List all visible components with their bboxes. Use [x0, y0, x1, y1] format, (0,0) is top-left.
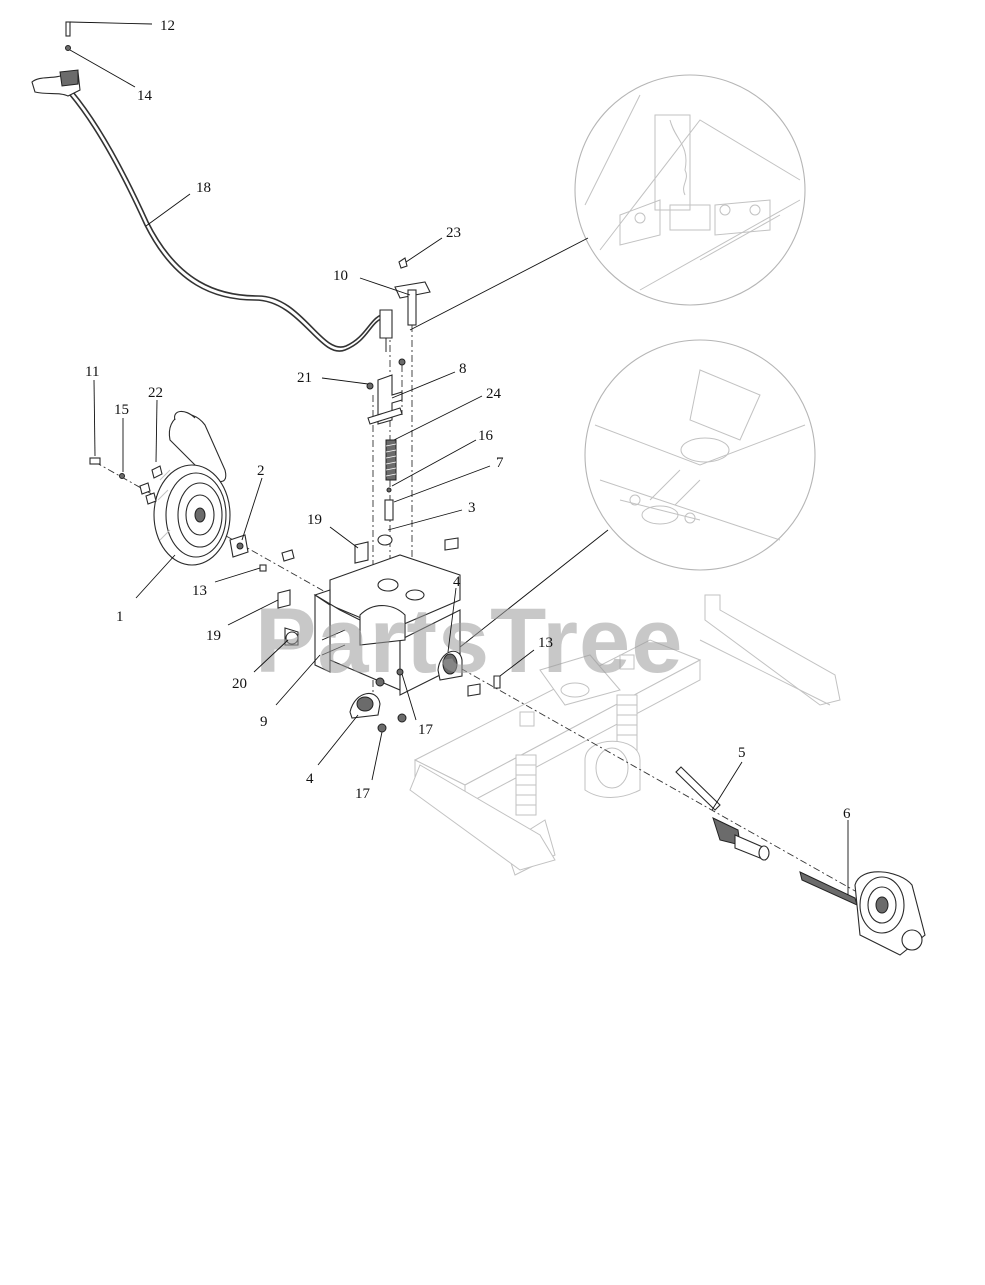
pto-clutch [799, 871, 926, 956]
callout-17-lower: 17 [355, 786, 371, 802]
callout-12: 12 [160, 18, 175, 34]
callout-labels: 12 14 18 23 10 21 8 24 16 7 3 11 15 22 2… [85, 18, 851, 822]
callout-22: 22 [148, 385, 163, 401]
clevis-pin [65, 21, 71, 51]
mower-frame-ghost [409, 594, 841, 876]
callout-14: 14 [137, 88, 153, 104]
callout-24: 24 [486, 386, 502, 402]
callout-19-lower: 19 [206, 628, 221, 644]
compression-spring [377, 439, 397, 546]
flange-bearing-rear [349, 693, 381, 719]
callout-20: 20 [232, 676, 247, 692]
callout-13-right: 13 [538, 635, 553, 651]
clutch-housing [313, 554, 461, 696]
callout-leaders [69, 21, 849, 895]
callout-16: 16 [478, 428, 494, 444]
callout-5: 5 [738, 745, 746, 761]
callout-4-lower: 4 [306, 771, 314, 787]
callout-13-left: 13 [192, 583, 207, 599]
drive-pulley [153, 464, 231, 566]
callout-21: 21 [297, 370, 312, 386]
detail-leader-lines [409, 237, 609, 656]
callout-8: 8 [459, 361, 467, 377]
callout-19-upper: 19 [307, 512, 322, 528]
callout-10: 10 [333, 268, 348, 284]
callout-17-upper: 17 [418, 722, 434, 738]
detail-view-lower [584, 339, 816, 571]
callout-4-upper: 4 [453, 574, 461, 590]
callout-1: 1 [116, 609, 124, 625]
watermark: PartsTree [255, 590, 683, 692]
callout-3: 3 [468, 500, 476, 516]
callout-6: 6 [843, 806, 851, 822]
hardware-bolts [89, 457, 501, 733]
control-lever [31, 69, 81, 97]
flange-bearing-front [437, 650, 463, 681]
control-cable [69, 91, 393, 352]
callout-11: 11 [85, 364, 99, 380]
callout-7: 7 [496, 455, 504, 471]
callout-2: 2 [257, 463, 265, 479]
engagement-rod [394, 257, 431, 326]
driveshaft [675, 766, 770, 861]
callout-23: 23 [446, 225, 461, 241]
callout-9: 9 [260, 714, 268, 730]
mounting-bracket [366, 358, 406, 425]
callout-15: 15 [114, 402, 129, 418]
callout-18: 18 [196, 180, 211, 196]
detail-view-upper [574, 74, 806, 306]
